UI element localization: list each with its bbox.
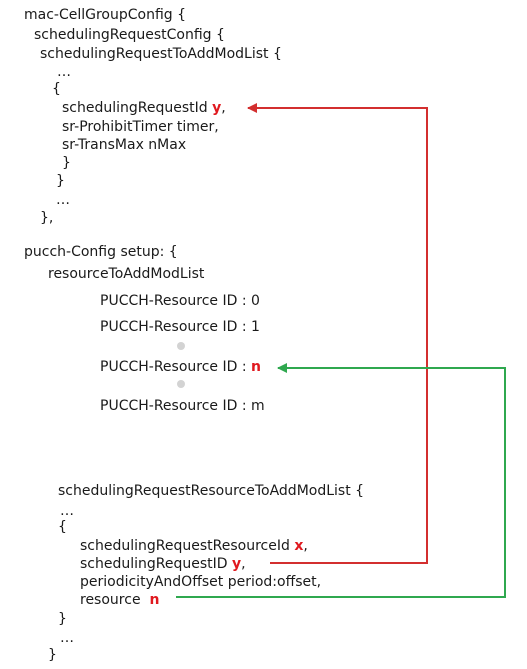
sr-resource-id-value: x — [294, 538, 304, 554]
scheduling-request-config-line: schedulingRequestConfig { — [34, 27, 225, 43]
close-brace-comma-line: }, — [40, 210, 54, 226]
resource-value: n — [149, 592, 160, 608]
sr-resource-id-label: schedulingRequestResourceId — [80, 538, 295, 554]
scheduling-request-id-ref-comma: , — [241, 556, 246, 572]
ellipsis-dot — [177, 380, 185, 388]
pucch-resource-n: PUCCH-Resource ID : n — [100, 358, 261, 376]
close-brace-line-4: } — [48, 647, 57, 663]
scheduling-request-id-value: y — [212, 100, 222, 116]
scheduling-request-to-addmod-list-line: schedulingRequestToAddModList { — [40, 46, 282, 62]
sr-prohibit-timer-line: sr-ProhibitTimer timer, — [62, 119, 219, 135]
scheduling-request-id-line: schedulingRequestId y, — [62, 99, 226, 117]
sr-resource-id-comma: , — [303, 538, 308, 554]
open-brace-line-2: { — [58, 519, 67, 535]
sr-resource-to-addmod-list-line: schedulingRequestResourceToAddModList { — [58, 483, 365, 499]
ellipsis-dot — [177, 342, 185, 350]
pucch-resource-n-label: PUCCH-Resource ID : — [100, 359, 251, 375]
close-brace-line-3: } — [58, 611, 67, 627]
pucch-resource-n-value: n — [251, 359, 261, 375]
resource-label: resource — [80, 592, 150, 608]
scheduling-request-id-label: schedulingRequestId — [62, 100, 213, 116]
ellipsis-line: … — [57, 64, 71, 80]
close-brace-line: } — [56, 173, 65, 189]
red-arrow-to-scheduling-request-id — [247, 103, 428, 564]
scheduling-request-id-ref-value: y — [232, 556, 242, 572]
open-brace-line: { — [52, 81, 61, 97]
periodicity-offset-line: periodicityAndOffset period:offset, — [80, 574, 322, 590]
ellipsis-line-4: … — [60, 630, 74, 646]
ellipsis-line-2: … — [56, 192, 70, 208]
resource-to-addmod-list-line: resourceToAddModList — [48, 266, 205, 282]
sr-resource-id-line: schedulingRequestResourceId x, — [80, 537, 308, 555]
pucch-resource-1: PUCCH-Resource ID : 1 — [100, 319, 260, 335]
scheduling-request-id-ref-line: schedulingRequestID y, — [80, 555, 246, 573]
close-brace-inner-line: } — [62, 155, 71, 171]
pucch-resource-0: PUCCH-Resource ID : 0 — [100, 293, 260, 309]
scheduling-request-id-comma: , — [221, 100, 226, 116]
green-arrow-to-pucch-resource-n — [176, 363, 506, 598]
mac-cellgroupconfig-line: mac-CellGroupConfig { — [24, 7, 187, 23]
sr-trans-max-line: sr-TransMax nMax — [62, 137, 187, 153]
pucch-resource-m: PUCCH-Resource ID : m — [100, 398, 265, 414]
pucch-config-line: pucch-Config setup: { — [24, 244, 178, 260]
ellipsis-line-3: … — [60, 503, 74, 519]
resource-line: resource n — [80, 591, 159, 609]
scheduling-request-id-ref-label: schedulingRequestID — [80, 556, 233, 572]
